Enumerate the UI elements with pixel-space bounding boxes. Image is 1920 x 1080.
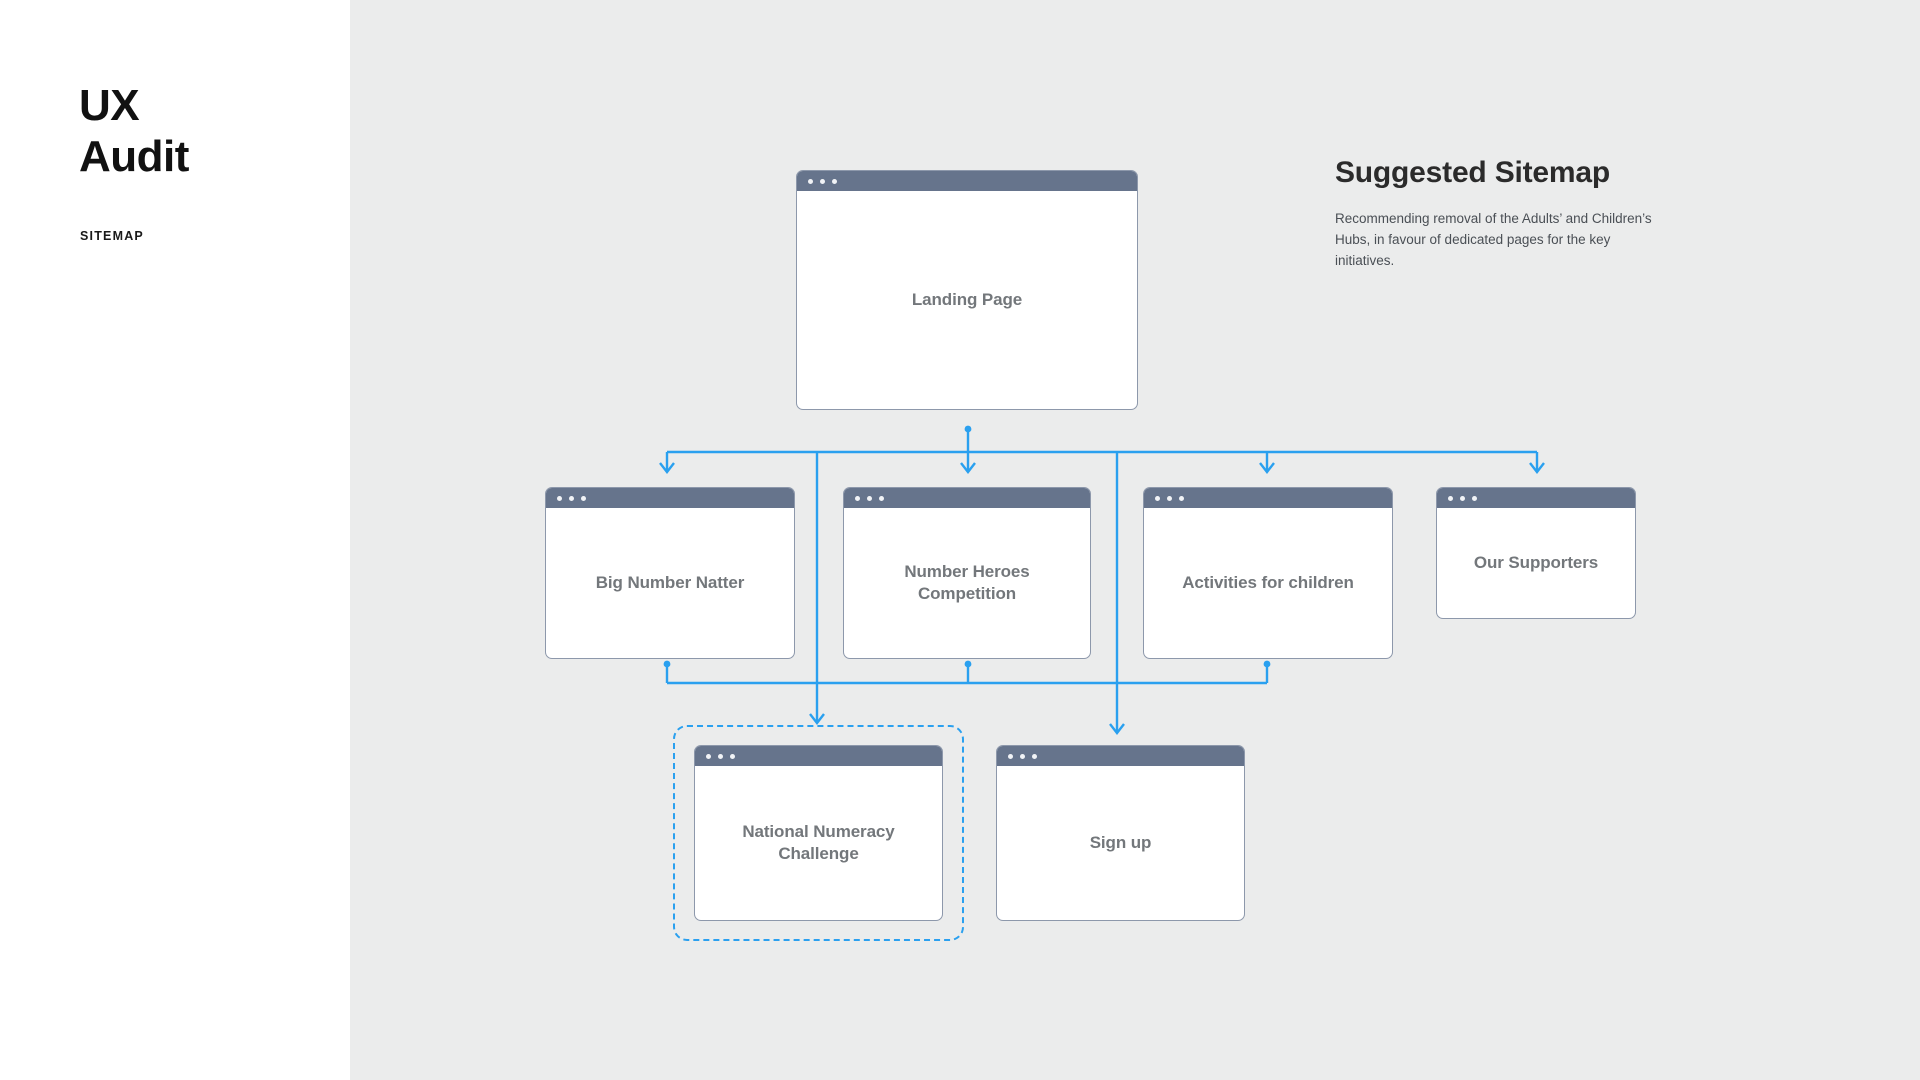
card-body: Big Number Natter xyxy=(546,508,794,658)
card-body: Landing Page xyxy=(797,191,1137,409)
brand-title-line1: UX xyxy=(79,81,140,130)
window-dot-icon xyxy=(820,178,825,184)
node-label: National Numeracy Challenge xyxy=(742,822,895,863)
brand-subtitle: SITEMAP xyxy=(80,229,144,243)
window-dot-icon xyxy=(1179,495,1184,501)
left-panel: UX Audit SITEMAP xyxy=(0,0,350,1080)
sitemap-node-national-numeracy-challenge[interactable]: National Numeracy Challenge xyxy=(694,745,943,921)
window-dot-icon xyxy=(832,178,837,184)
window-titlebar xyxy=(997,746,1244,766)
sitemap-node-sign-up[interactable]: Sign up xyxy=(996,745,1245,921)
node-label: Number Heroes Competition xyxy=(904,562,1030,603)
node-label: Activities for children xyxy=(1182,573,1354,593)
header-title: Suggested Sitemap xyxy=(1335,156,1610,189)
window-dot-icon xyxy=(1155,495,1160,501)
window-titlebar xyxy=(695,746,942,766)
window-dot-icon xyxy=(557,495,562,501)
highlight-outline xyxy=(673,725,964,941)
window-dot-icon xyxy=(569,495,574,501)
header-block: Suggested Sitemap Recommending removal o… xyxy=(1335,155,1695,272)
sitemap-node-number-heroes-competition[interactable]: Number Heroes Competition xyxy=(843,487,1091,659)
node-label: Our Supporters xyxy=(1473,553,1599,573)
window-titlebar xyxy=(797,171,1137,191)
header-description: Recommending removal of the Adults’ and … xyxy=(1335,211,1652,268)
window-dot-icon xyxy=(1448,495,1453,501)
window-dot-icon xyxy=(1460,495,1465,501)
window-dot-icon xyxy=(730,753,735,759)
window-dot-icon xyxy=(1472,495,1477,501)
card-body: Sign up xyxy=(997,766,1244,920)
window-dot-icon xyxy=(581,495,586,501)
sitemap-node-landing-page[interactable]: Landing Page xyxy=(796,170,1138,410)
node-label: Landing Page xyxy=(911,290,1023,310)
window-dot-icon xyxy=(879,495,884,501)
sitemap-node-our-supporters[interactable]: Our Supporters xyxy=(1436,487,1636,619)
window-dot-icon xyxy=(1020,753,1025,759)
node-label: Big Number Natter xyxy=(595,573,745,593)
window-dot-icon xyxy=(855,495,860,501)
card-body: Activities for children xyxy=(1144,508,1392,658)
card-body: Our Supporters xyxy=(1437,508,1635,618)
window-dot-icon xyxy=(706,753,711,759)
page-title: UX Audit xyxy=(79,80,189,182)
window-dot-icon xyxy=(1008,753,1013,759)
window-dot-icon xyxy=(1032,753,1037,759)
window-titlebar xyxy=(1437,488,1635,508)
card-body: National Numeracy Challenge xyxy=(695,766,942,920)
window-titlebar xyxy=(844,488,1090,508)
brand-title-line2: Audit xyxy=(79,132,189,182)
window-dot-icon xyxy=(808,178,813,184)
node-label: Sign up xyxy=(1089,833,1152,853)
window-dot-icon xyxy=(867,495,872,501)
sitemap-node-big-number-natter[interactable]: Big Number Natter xyxy=(545,487,795,659)
sitemap-node-activities-for-children[interactable]: Activities for children xyxy=(1143,487,1393,659)
window-dot-icon xyxy=(1167,495,1172,501)
window-dot-icon xyxy=(718,753,723,759)
window-titlebar xyxy=(1144,488,1392,508)
window-titlebar xyxy=(546,488,794,508)
card-body: Number Heroes Competition xyxy=(844,508,1090,658)
